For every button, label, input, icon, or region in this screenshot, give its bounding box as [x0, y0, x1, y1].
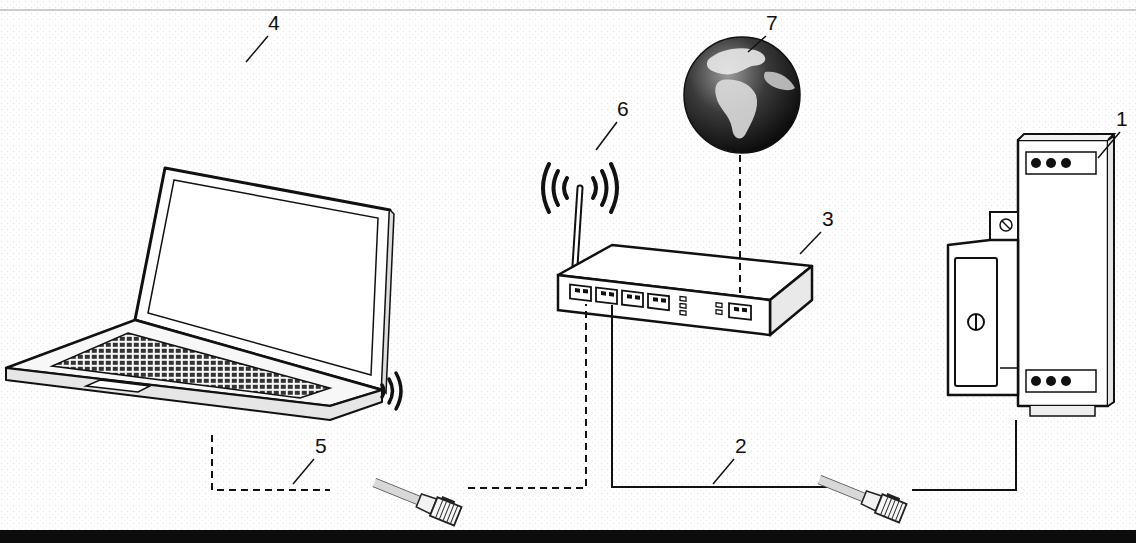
callout-number: 2	[735, 435, 747, 456]
callout-number: 4	[268, 12, 280, 33]
callout-number: 7	[766, 12, 778, 33]
callout-number: 5	[315, 435, 327, 456]
callout-number: 6	[617, 98, 629, 119]
callout-number: 3	[822, 208, 834, 229]
callout-number: 1	[1116, 108, 1128, 129]
